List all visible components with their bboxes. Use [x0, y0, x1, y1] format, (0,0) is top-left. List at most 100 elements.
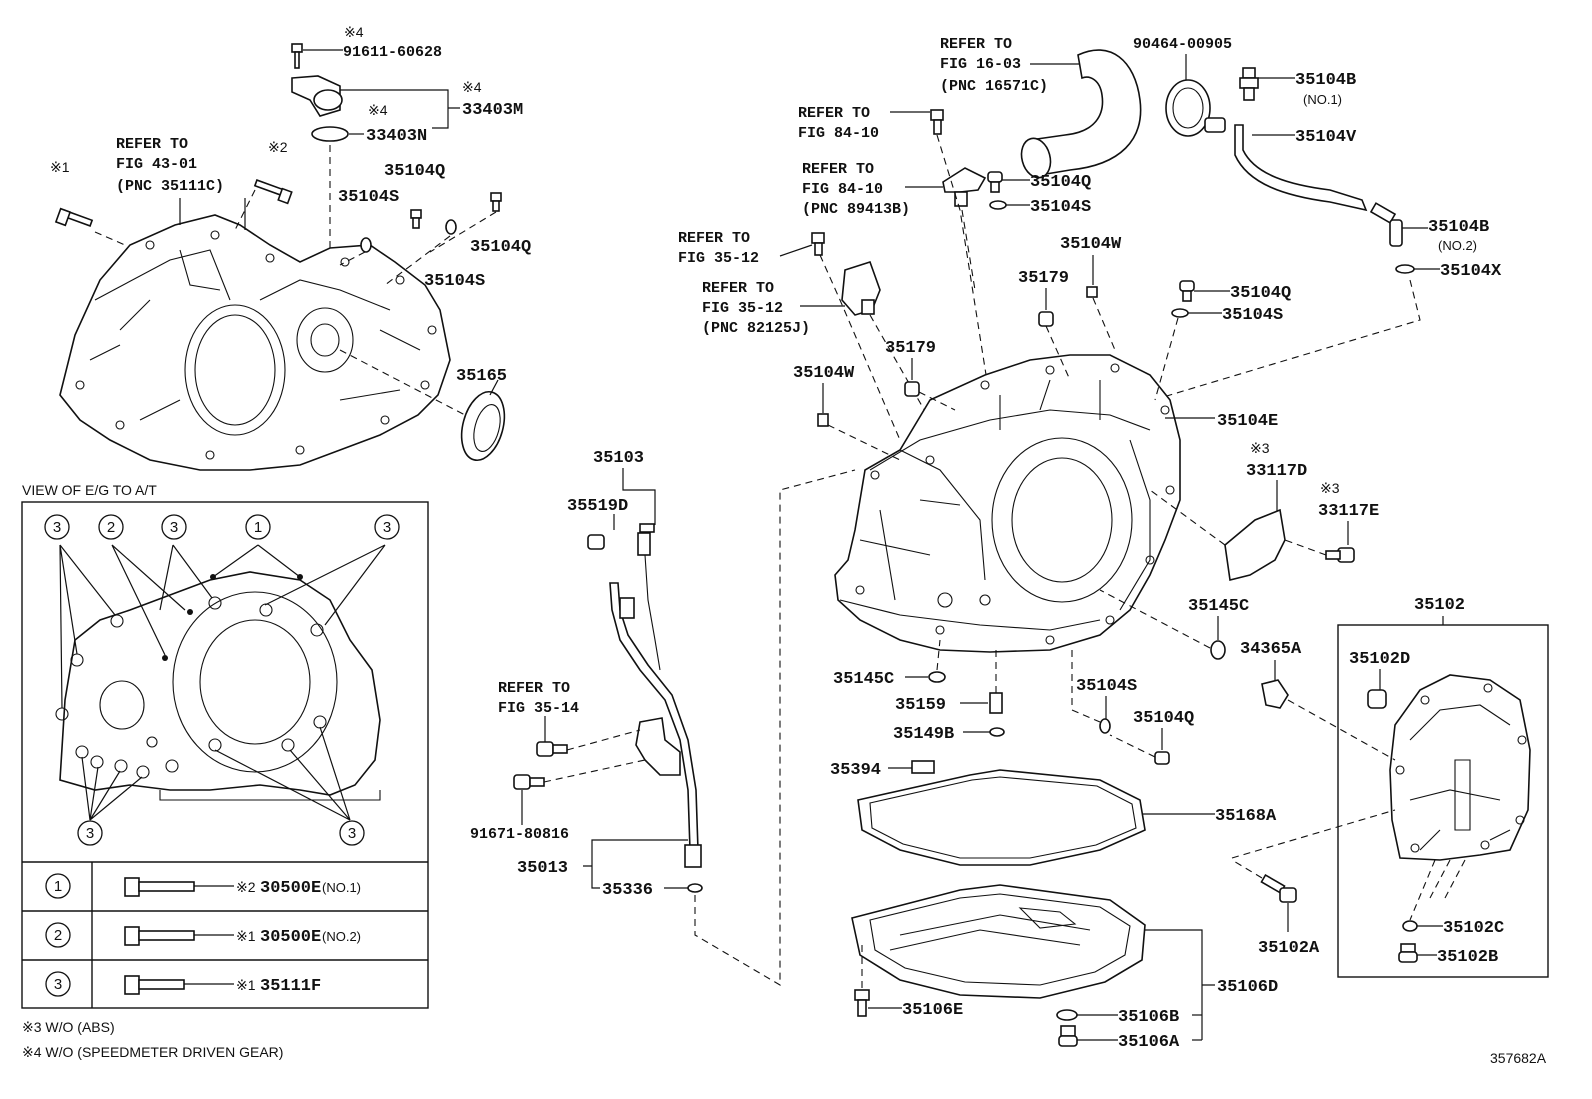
mark-1-a: ※1: [50, 159, 70, 175]
label-90464-00905: 90464-00905: [1133, 36, 1232, 53]
label-35104B-2: 35104B: [1428, 218, 1489, 237]
footnote-3: ※3 W/O (ABS): [22, 1019, 115, 1035]
tube-35104V: [1234, 124, 1368, 212]
svg-text:(NO.2): (NO.2): [322, 929, 361, 944]
svg-text:3: 3: [383, 519, 391, 536]
label-35336: 35336: [602, 881, 653, 900]
washer-35149B: [989, 727, 1005, 737]
view-housing-drawing: [55, 544, 386, 821]
bolt-mark1: [54, 207, 94, 227]
speed-sensor-89413B: [942, 167, 987, 207]
label-33117E: 33117E: [1318, 502, 1379, 521]
label-35106B: 35106B: [1118, 1008, 1179, 1027]
ring-35145C-b: [928, 671, 946, 683]
plug-35179-b: [904, 381, 920, 397]
mark-2-a: ※2: [268, 139, 288, 155]
label-35104S-d: 35104S: [1222, 306, 1283, 325]
label-33117D: 33117D: [1246, 462, 1307, 481]
oil-cooler-hose: [1020, 49, 1142, 179]
o-ring-35104S-e: [1099, 718, 1111, 734]
bolt-table-row-2: 2 ※1 30500E (NO.2): [45, 922, 361, 948]
driven-gear-33403M: [291, 75, 343, 117]
label-35102C: 35102C: [1443, 919, 1504, 938]
plug-35102B: [1398, 943, 1418, 963]
plug-35179-a: [1038, 311, 1054, 327]
oil-pan-35106D: [851, 884, 1146, 999]
bolt-35104Q-c: [987, 171, 1003, 193]
mark-3-b: ※3: [1320, 480, 1340, 496]
box-35102: [1337, 624, 1549, 978]
pin-35104W-a: [1086, 286, 1098, 298]
refer-35-14-l2: FIG 35-14: [498, 700, 579, 717]
bolt-84-10: [930, 109, 944, 135]
view-title: VIEW OF E/G TO A/T: [22, 482, 157, 498]
refer-84-10-b-l3: (PNC 89413B): [802, 201, 910, 218]
refer-16-03-l3: (PNC 16571C): [940, 78, 1048, 95]
label-35145C-b: 35145C: [833, 670, 894, 689]
bolt-91611: [291, 43, 303, 69]
dipstick-tube: [609, 582, 702, 868]
o-ring-35104S-a: [360, 237, 372, 253]
case-cover-35102: [1389, 674, 1531, 861]
svg-text:3: 3: [170, 519, 178, 536]
bolt-33117E: [1325, 547, 1355, 563]
o-ring-35104S-b: [445, 219, 457, 235]
qualifier-no1: (NO.1): [1303, 92, 1342, 107]
label-35179-b: 35179: [885, 339, 936, 358]
refer-84-10-a-l2: FIG 84-10: [798, 125, 879, 142]
label-35149B: 35149B: [893, 725, 954, 744]
label-35104Q-d: 35104Q: [1230, 284, 1291, 303]
svg-text:3: 3: [54, 976, 62, 993]
gasket-35106B: [1056, 1009, 1078, 1021]
refer-35-12-b-l2: FIG 35-12: [702, 300, 783, 317]
label-35179-a: 35179: [1018, 269, 1069, 288]
o-ring-35336: [687, 883, 703, 893]
label-33403M: 33403M: [462, 101, 523, 120]
svg-text:(NO.1): (NO.1): [322, 880, 361, 895]
figure-id: 357682A: [1490, 1050, 1547, 1066]
bolt-35102A: [1260, 873, 1297, 903]
svg-text:30500E: 30500E: [260, 928, 321, 947]
bolt-35104Q-e: [1154, 751, 1170, 765]
clip-35519D: [587, 534, 605, 550]
view-callout-circles: 3 2 3 1 3 3 3: [44, 514, 400, 846]
mark-4-b: ※4: [462, 79, 482, 95]
label-35102B: 35102B: [1437, 948, 1498, 967]
refer-84-10-b-l1: REFER TO: [802, 161, 874, 178]
refer-35-12-b-l1: REFER TO: [702, 280, 774, 297]
bolt-table-row-3: 3 ※1 35111F: [45, 971, 321, 997]
svg-text:3: 3: [348, 825, 356, 842]
union-35104B-1: [1239, 67, 1259, 101]
mark-4-c: ※4: [368, 102, 388, 118]
label-35104W-b: 35104W: [793, 364, 855, 383]
pin-35104W-b: [817, 413, 829, 427]
label-35104W-a: 35104W: [1060, 235, 1122, 254]
bearing-35102D: [1367, 689, 1387, 709]
footnote-4: ※4 W/O (SPEEDMETER DRIVEN GEAR): [22, 1044, 283, 1060]
refer-84-10-a-l1: REFER TO: [798, 105, 870, 122]
label-35104S-e: 35104S: [1076, 677, 1137, 696]
label-35165: 35165: [456, 367, 507, 386]
svg-text:2: 2: [54, 927, 62, 944]
o-ring-35104S-d: [1171, 308, 1189, 318]
bracket-33117D: [1224, 508, 1286, 581]
bracket: [635, 717, 681, 776]
bolt-35-12: [811, 232, 825, 256]
refer-43-01-l3: (PNC 35111C): [116, 178, 224, 195]
clamp-34365A: [1261, 679, 1289, 709]
drain-plug-35106A: [1058, 1025, 1078, 1047]
o-ring-35102C: [1402, 920, 1418, 932]
label-35104Q-c: 35104Q: [1030, 173, 1091, 192]
o-ring-35104X: [1395, 264, 1415, 274]
svg-text:※1: ※1: [236, 977, 256, 993]
label-35013: 35013: [517, 859, 568, 878]
transaxle-case-35104E: [834, 354, 1181, 653]
bolt-35-14: [536, 741, 568, 757]
svg-text:3: 3: [53, 519, 61, 536]
refer-35-14-l1: REFER TO: [498, 680, 570, 697]
label-35106E: 35106E: [902, 1001, 963, 1020]
svg-text:1: 1: [254, 519, 262, 536]
bolt-mark2: [253, 179, 293, 205]
svg-text:3: 3: [86, 825, 94, 842]
